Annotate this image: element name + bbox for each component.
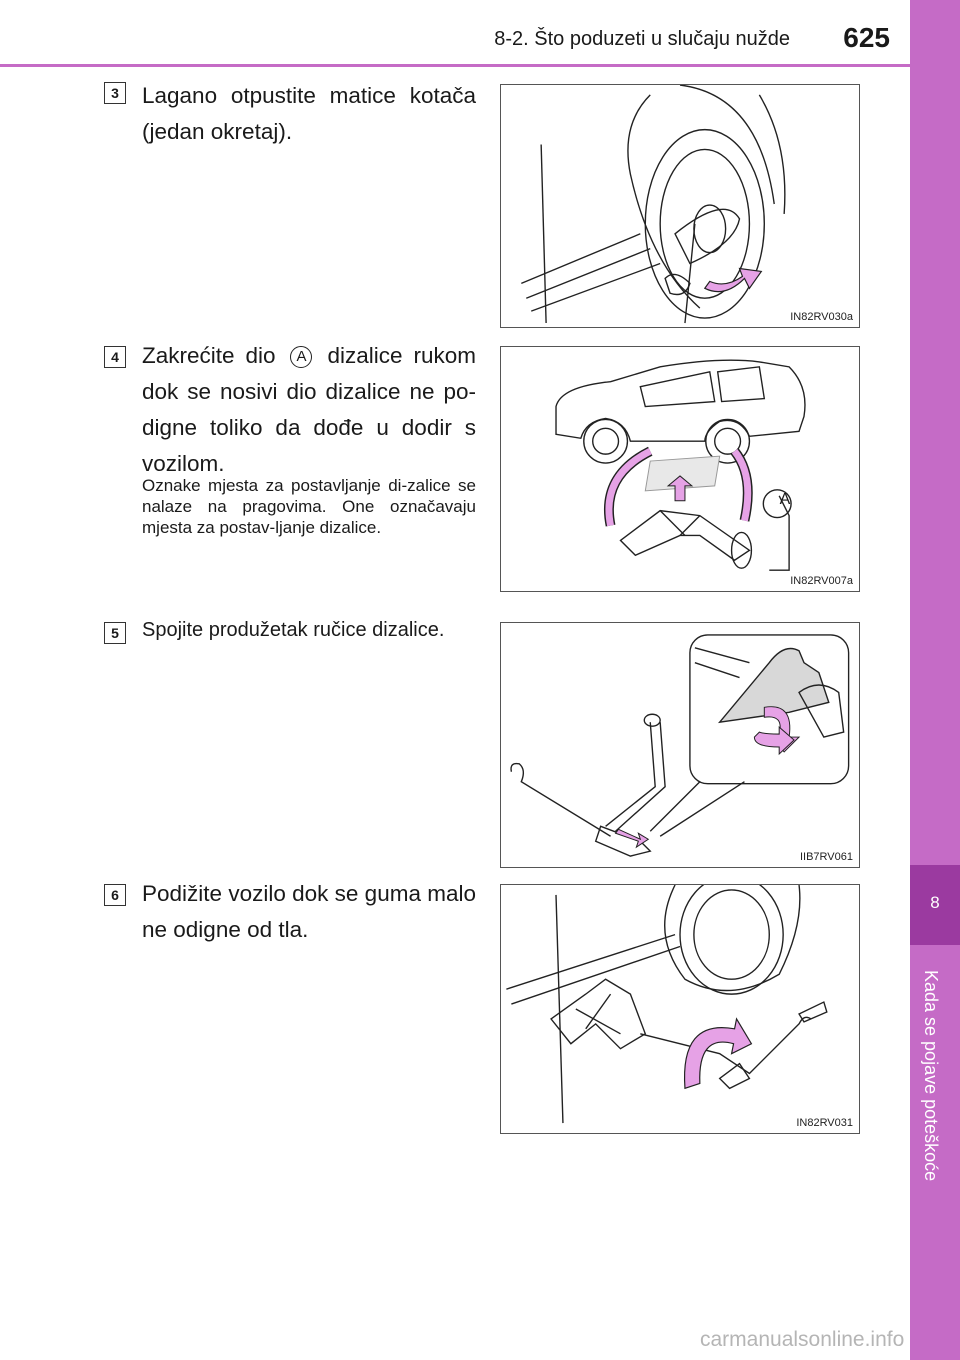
wheel-wrench-drawing	[521, 85, 786, 324]
step-instruction: Lagano otpustite matice kotača (jedan ok…	[142, 83, 476, 144]
step-number-badge: 3	[104, 82, 126, 104]
step-number-badge: 5	[104, 622, 126, 644]
jack-handle-drawing	[510, 634, 850, 857]
step-instruction-part: Zakrećite dio	[142, 343, 276, 368]
illustration-loosen-wheel-nuts: IN82RV030a	[500, 84, 860, 328]
figure-code: IN82RV031	[796, 1117, 853, 1129]
chapter-title: Kada se pojave poteškoće	[921, 970, 941, 1182]
chapter-side-tab	[910, 0, 960, 1360]
car-and-jack-drawing	[555, 359, 806, 571]
watermark: carmanualsonline.info	[700, 1328, 905, 1351]
chapter-number-block	[910, 865, 960, 945]
figure-callout-label: A	[779, 491, 791, 508]
step-instruction: Podižite vozilo dok se guma malo ne odig…	[142, 881, 476, 942]
header-divider	[0, 64, 910, 67]
figure-code: IIB7RV061	[799, 851, 853, 863]
step-number-badge: 6	[104, 884, 126, 906]
step-number-badge: 4	[104, 346, 126, 368]
section-title: 8-2. Što poduzeti u slučaju nužde	[494, 28, 790, 50]
illustration-jack-under-car: A IN82RV007a	[500, 346, 860, 592]
step-instruction: Spojite produžetak ručice dizalice.	[142, 619, 445, 641]
step-instruction: Zakrećite dio A dizalice rukom dok se no…	[142, 338, 476, 482]
figure-code: IN82RV007a	[790, 575, 853, 587]
figure-code: IN82RV030a	[790, 311, 853, 323]
step-note: Oznake mjesta za postavljanje di-zalice …	[142, 476, 476, 537]
page-number: 625	[843, 22, 890, 53]
illustration-raise-vehicle: IN82RV031	[500, 884, 860, 1134]
callout-marker: A	[290, 346, 313, 368]
raise-vehicle-drawing	[506, 885, 828, 1124]
illustration-jack-handle-extension: IIB7RV061	[500, 622, 860, 868]
chapter-number: 8	[930, 893, 940, 912]
step-instruction-part: dizalice rukom dok se nosivi dio dizalic…	[142, 343, 476, 476]
